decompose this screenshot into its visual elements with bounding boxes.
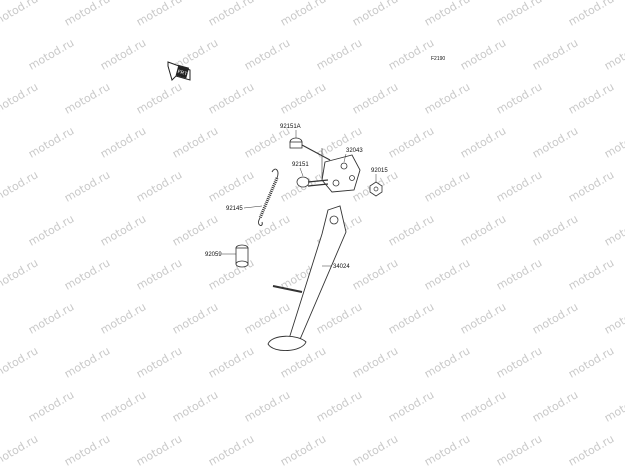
svg-text:92151A: 92151A — [280, 124, 301, 130]
svg-text:92059: 92059 — [205, 252, 222, 258]
bracket-32043 — [321, 148, 361, 193]
side-stand-34024 — [267, 205, 347, 351]
svg-text:34024: 34024 — [333, 264, 350, 270]
figure-id: F2190 — [431, 56, 445, 62]
svg-text:92145: 92145 — [226, 206, 243, 212]
label-92059: 92059 — [205, 252, 236, 258]
label-32043: 32043 — [343, 148, 363, 163]
svg-text:92151: 92151 — [292, 162, 309, 168]
label-34024: 34024 — [322, 264, 350, 270]
svg-text:32043: 32043 — [346, 148, 363, 154]
svg-text:92015: 92015 — [371, 168, 388, 174]
label-92151: 92151 — [292, 162, 309, 177]
label-92015: 92015 — [371, 168, 388, 182]
svg-text:FRT: FRT — [177, 69, 188, 77]
nut-92015 — [369, 181, 383, 197]
collar-92059 — [235, 244, 249, 268]
label-92151a: 92151A — [280, 124, 301, 138]
label-92145: 92145 — [226, 205, 263, 212]
front-direction-icon: FRT — [167, 61, 191, 81]
bolt-92151 — [296, 176, 329, 188]
spring-92145 — [258, 168, 279, 226]
bolt-92151a — [289, 137, 331, 161]
